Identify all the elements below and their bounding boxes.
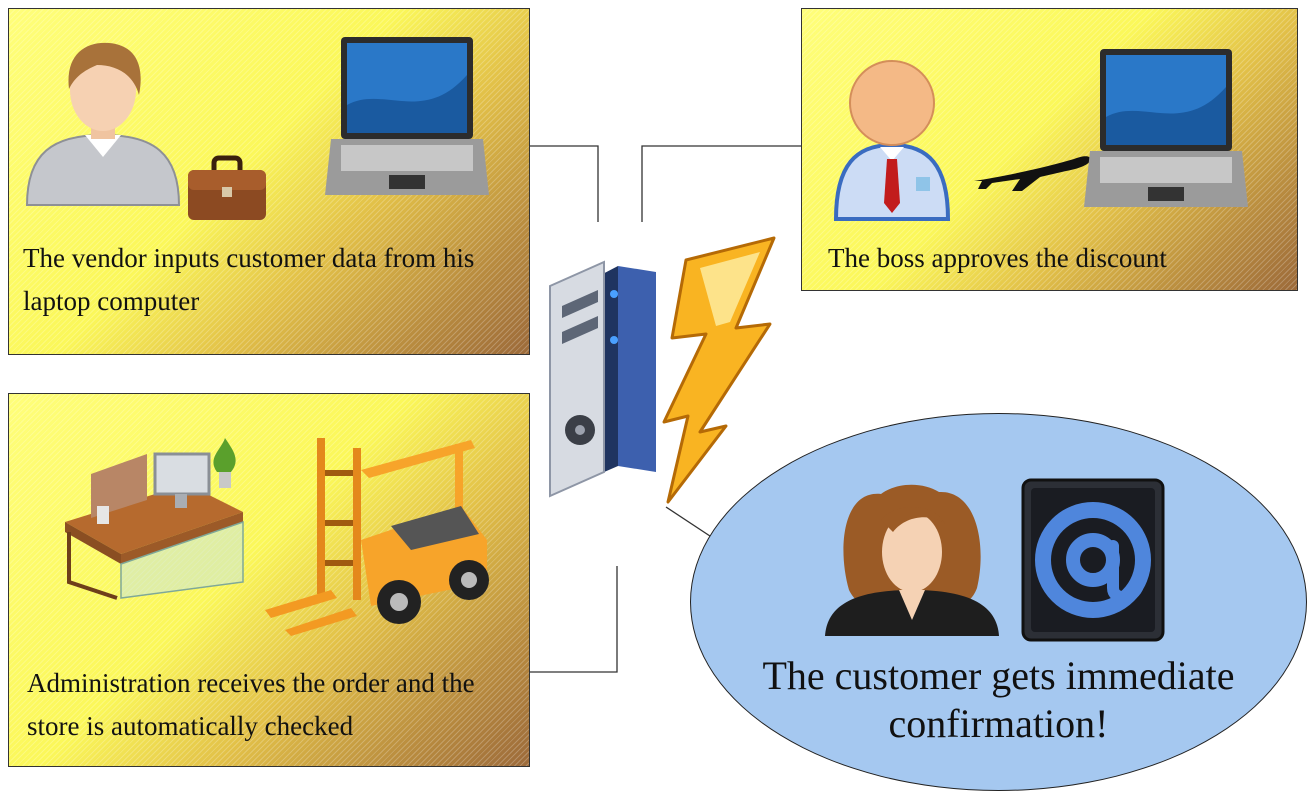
laptop-icon [1084, 49, 1248, 207]
customer-bubble: The customer gets immediate confirmation… [690, 413, 1307, 791]
boss-caption: The boss approves the discount [828, 243, 1167, 273]
administration-panel: Administration receives the order and th… [8, 393, 530, 767]
lightning-icon [662, 236, 776, 504]
vendor-caption: The vendor inputs customer data from his… [23, 243, 475, 316]
email-at-icon [1021, 478, 1165, 642]
laptop-icon [325, 37, 489, 195]
man-user-icon [25, 42, 181, 206]
forklift-icon [265, 438, 489, 636]
server-icon [549, 260, 656, 498]
woman-user-icon [825, 484, 999, 636]
customer-caption: The customer gets immediate confirmation… [762, 653, 1235, 746]
administration-caption: Administration receives the order and th… [27, 668, 475, 741]
briefcase-icon [188, 155, 266, 220]
vendor-panel: The vendor inputs customer data from his… [8, 8, 530, 355]
airplane-icon [974, 156, 1091, 191]
office-desk-icon [65, 438, 244, 600]
boss-panel: The boss approves the discount [801, 8, 1298, 291]
businessman-user-icon [833, 60, 951, 221]
